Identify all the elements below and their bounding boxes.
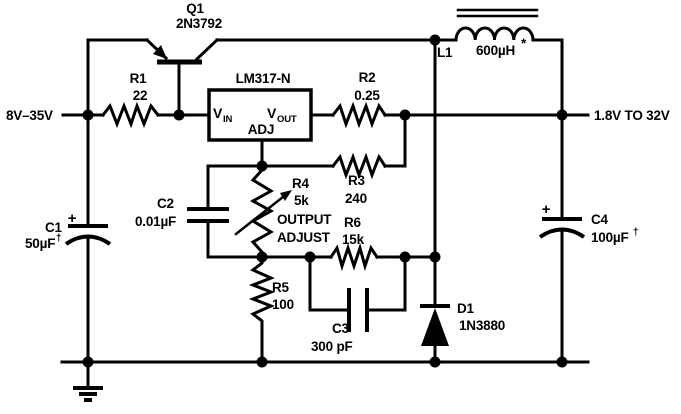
pot-arrow-shaft — [234, 191, 290, 236]
junction-dot — [82, 356, 94, 368]
regulator-body — [207, 88, 313, 142]
wire — [86, 38, 149, 117]
resistor-zigzag — [330, 152, 388, 180]
capacitor-c4: + C4 100µF † — [538, 113, 639, 364]
r1-ref-label: R1 — [130, 71, 148, 86]
c1-polarity-plus: + — [68, 210, 77, 227]
input-voltage-label: 8V–35V — [6, 108, 53, 123]
r6-value-label: 15k — [342, 232, 365, 247]
r4-ref-label: R4 — [292, 176, 310, 191]
regulator-name-label: LM317-N — [236, 71, 291, 86]
output-voltage-label: 1.8V TO 32V — [594, 108, 670, 123]
r4-function-label-2: ADJUST — [277, 230, 331, 245]
r2-value-label: 0.25 — [354, 88, 380, 103]
regulator-lm317: LM317-N V IN V OUT ADJ — [207, 71, 313, 142]
c4-polarity-plus: + — [542, 201, 551, 218]
junction-dot — [256, 251, 268, 263]
capacitor-c2: C2 0.01µF — [135, 164, 264, 259]
c4-note-dagger: † — [633, 227, 638, 238]
wire — [206, 164, 264, 211]
q1-part-label: 2N3792 — [176, 16, 222, 31]
resistor-zigzag — [248, 255, 276, 364]
inductor-l1: L1 600µH * — [433, 8, 539, 60]
l1-note-asterisk: * — [521, 36, 527, 51]
l1-ref-label: L1 — [437, 45, 453, 60]
diode-d1: D1 1N3880 — [420, 301, 505, 346]
c4-value-label: 100µF — [591, 230, 629, 245]
pin-vout-subscript: OUT — [277, 114, 297, 125]
pot-arrow-icon — [280, 190, 292, 201]
pnp-arrow-icon — [153, 45, 167, 59]
potentiometer-r4: R4 5k OUTPUT ADJUST — [234, 167, 332, 255]
inductor-coil — [454, 26, 535, 42]
junction-dot — [556, 109, 568, 121]
r3-value-label: 240 — [345, 191, 367, 206]
junction-dot — [429, 34, 441, 46]
d1-part-label: 1N3880 — [459, 318, 505, 333]
junction-dot — [173, 109, 185, 121]
junction-dot — [399, 109, 411, 121]
r4-function-label-1: OUTPUT — [277, 212, 332, 227]
r5-value-label: 100 — [272, 297, 294, 312]
junction-dot — [429, 356, 441, 368]
wire — [308, 255, 351, 312]
r1-value-label: 22 — [133, 88, 148, 103]
ground-symbol — [73, 360, 103, 402]
resistor-r6: R6 15k — [328, 215, 380, 272]
c3-value-label: 300 pF — [311, 339, 353, 354]
junction-dot — [556, 356, 568, 368]
resistor-zigzag — [249, 167, 275, 255]
c2-value-label: 0.01µF — [135, 214, 176, 229]
r6-ref-label: R6 — [344, 215, 362, 230]
c1-value-label: 50µF — [25, 236, 55, 251]
capacitor-c1: + C1 50µF † — [25, 113, 112, 364]
pin-vin-subscript: IN — [223, 114, 232, 125]
r2-ref-label: R2 — [359, 70, 376, 85]
wire — [365, 255, 407, 312]
resistor-zigzag — [330, 101, 388, 129]
transistor-q1: Q1 2N3792 — [144, 1, 222, 117]
pin-adj-label: ADJ — [248, 122, 274, 137]
resistor-zigzag — [100, 101, 161, 129]
junction-dot — [304, 251, 316, 263]
wire — [531, 38, 564, 117]
c2-ref-label: C2 — [157, 196, 174, 211]
resistor-r3: R3 240 — [330, 152, 388, 206]
r5-ref-label: R5 — [272, 280, 290, 295]
r3-ref-label: R3 — [348, 173, 366, 188]
resistor-r2: R2 0.25 — [330, 70, 388, 129]
junction-dot — [256, 356, 268, 368]
junction-dots — [82, 34, 568, 368]
q1-collector-lead — [194, 37, 220, 62]
wire — [383, 113, 407, 168]
pin-vin-label: V — [213, 105, 223, 121]
c4-ref-label: C4 — [591, 212, 609, 227]
c1-ref-label: C1 — [45, 220, 63, 235]
resistor-zigzag — [328, 242, 380, 272]
d1-ref-label: D1 — [457, 301, 475, 316]
c3-ref-label: C3 — [332, 321, 350, 336]
wire — [206, 219, 264, 259]
c1-note-dagger: † — [56, 233, 61, 244]
pin-vout-label: V — [267, 105, 277, 121]
diode-triangle-icon — [421, 308, 449, 346]
junction-dot — [429, 251, 441, 263]
resistor-r1: R1 22 — [100, 71, 161, 129]
junction-dot — [256, 160, 268, 172]
junction-dot — [82, 109, 94, 121]
capacitor-c3: C3 300 pF — [308, 255, 407, 354]
l1-value-label: 600µH — [476, 43, 515, 58]
r4-value-label: 5k — [294, 193, 309, 208]
junction-dot — [399, 251, 411, 263]
q1-ref-label: Q1 — [186, 1, 204, 16]
resistor-r5: R5 100 — [248, 255, 294, 364]
